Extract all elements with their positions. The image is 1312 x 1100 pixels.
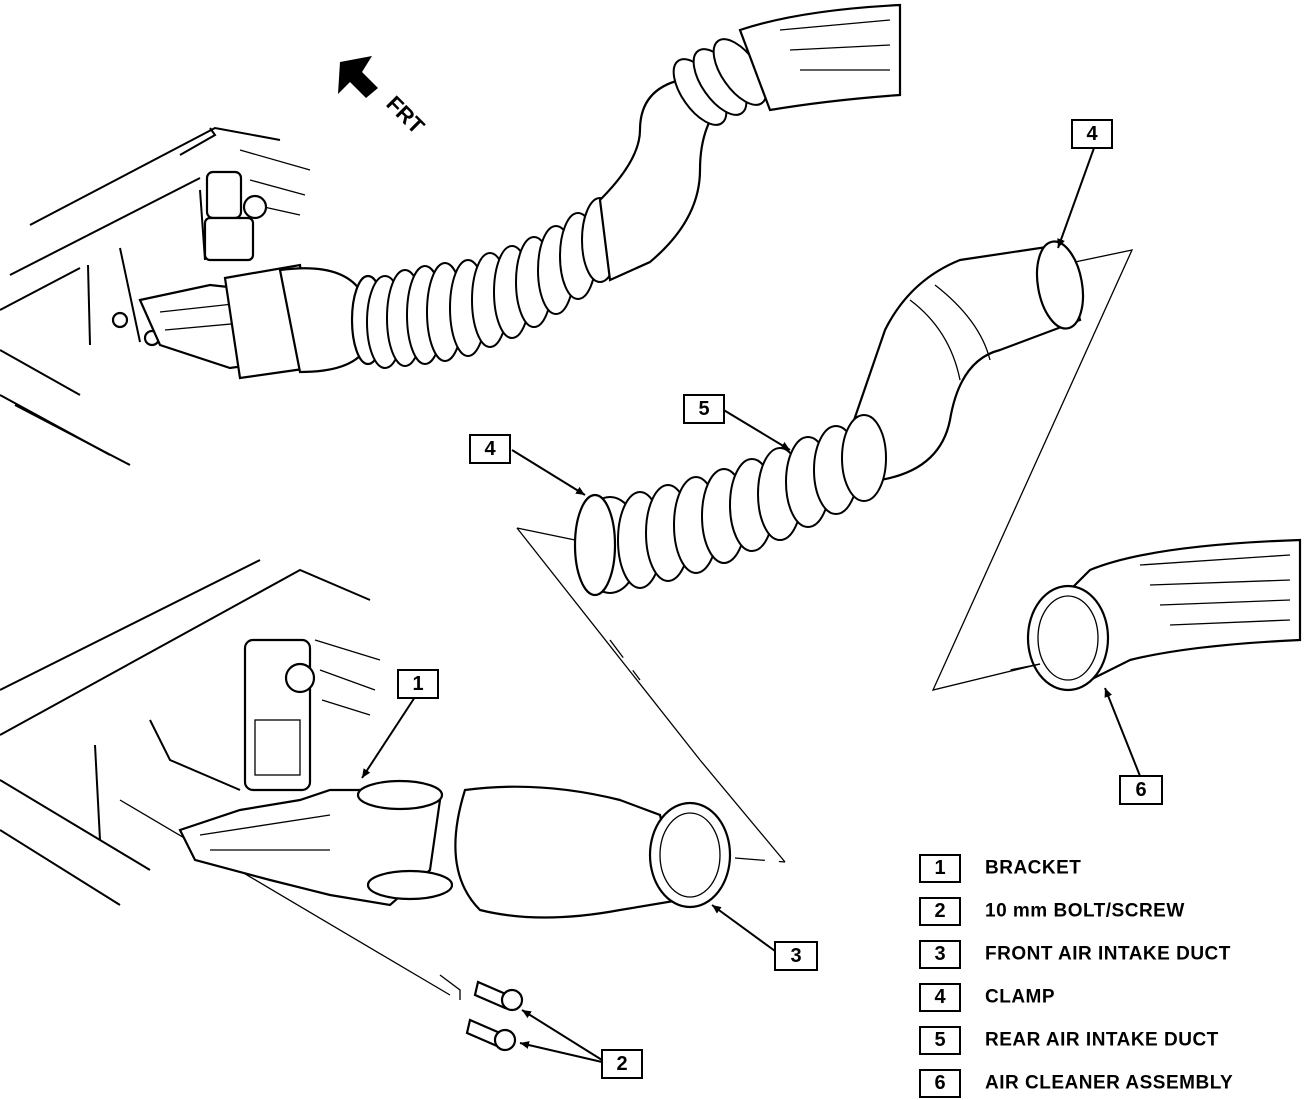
lower-body-structure (0, 559, 461, 1000)
front-direction-indicator: FRT (338, 56, 430, 139)
svg-text:FRONT AIR INTAKE DUCT: FRONT AIR INTAKE DUCT (985, 944, 1231, 965)
legend: 1 BRACKET 2 10 mm BOLT/SCREW 3 FRONT AIR… (919, 854, 1233, 1098)
svg-text:6: 6 (1135, 779, 1146, 801)
upper-rear-duct (366, 38, 768, 369)
svg-text:REAR AIR INTAKE DUCT: REAR AIR INTAKE DUCT (985, 1030, 1219, 1051)
callout-6: 6 (1119, 775, 1163, 805)
frt-arrow-icon (338, 56, 378, 98)
svg-text:BRACKET: BRACKET (985, 858, 1081, 879)
legend-item: 3 FRONT AIR INTAKE DUCT (919, 940, 1231, 969)
exploded-air-cleaner (1026, 538, 1302, 692)
callout-2: 2 (601, 1049, 643, 1079)
svg-text:4: 4 (484, 438, 496, 460)
upper-assembled-view (0, 3, 902, 466)
svg-text:4: 4 (934, 986, 946, 1008)
upper-bracket-and-front-duct (138, 263, 386, 380)
svg-text:1: 1 (412, 673, 423, 695)
callout-4-lower: 4 (469, 434, 511, 464)
upper-body-structure (0, 126, 311, 466)
legend-item: 4 CLAMP (919, 983, 1055, 1012)
svg-text:AIR CLEANER ASSEMBLY: AIR CLEANER ASSEMBLY (985, 1073, 1233, 1094)
lower-bracket (178, 779, 454, 907)
svg-text:5: 5 (698, 398, 709, 420)
svg-text:4: 4 (1086, 123, 1098, 145)
svg-text:6: 6 (934, 1072, 945, 1094)
svg-text:10 mm BOLT/SCREW: 10 mm BOLT/SCREW (985, 901, 1185, 922)
frt-label: FRT (381, 91, 429, 139)
svg-text:5: 5 (934, 1029, 945, 1051)
upper-air-cleaner (738, 3, 902, 112)
callout-4-upper: 4 (1071, 119, 1113, 149)
svg-text:2: 2 (934, 900, 945, 922)
lower-front-duct (454, 785, 732, 919)
svg-text:3: 3 (790, 945, 801, 967)
callout-1: 1 (397, 669, 439, 699)
legend-item: 6 AIR CLEANER ASSEMBLY (919, 1069, 1233, 1098)
exploded-rear-duct (573, 240, 1085, 597)
lower-exploded-view (0, 559, 732, 1052)
callout-3: 3 (774, 941, 818, 971)
svg-text:3: 3 (934, 943, 945, 965)
callout-leaders (361, 147, 1141, 1063)
legend-item: 1 BRACKET (919, 854, 1081, 883)
legend-item: 5 REAR AIR INTAKE DUCT (919, 1026, 1219, 1055)
svg-text:CLAMP: CLAMP (985, 987, 1055, 1008)
svg-text:1: 1 (934, 857, 945, 879)
svg-text:2: 2 (616, 1053, 627, 1075)
callout-5: 5 (683, 394, 725, 424)
bolt-screws (465, 980, 524, 1052)
alignment-lines (516, 249, 1134, 863)
legend-item: 2 10 mm BOLT/SCREW (919, 897, 1185, 926)
